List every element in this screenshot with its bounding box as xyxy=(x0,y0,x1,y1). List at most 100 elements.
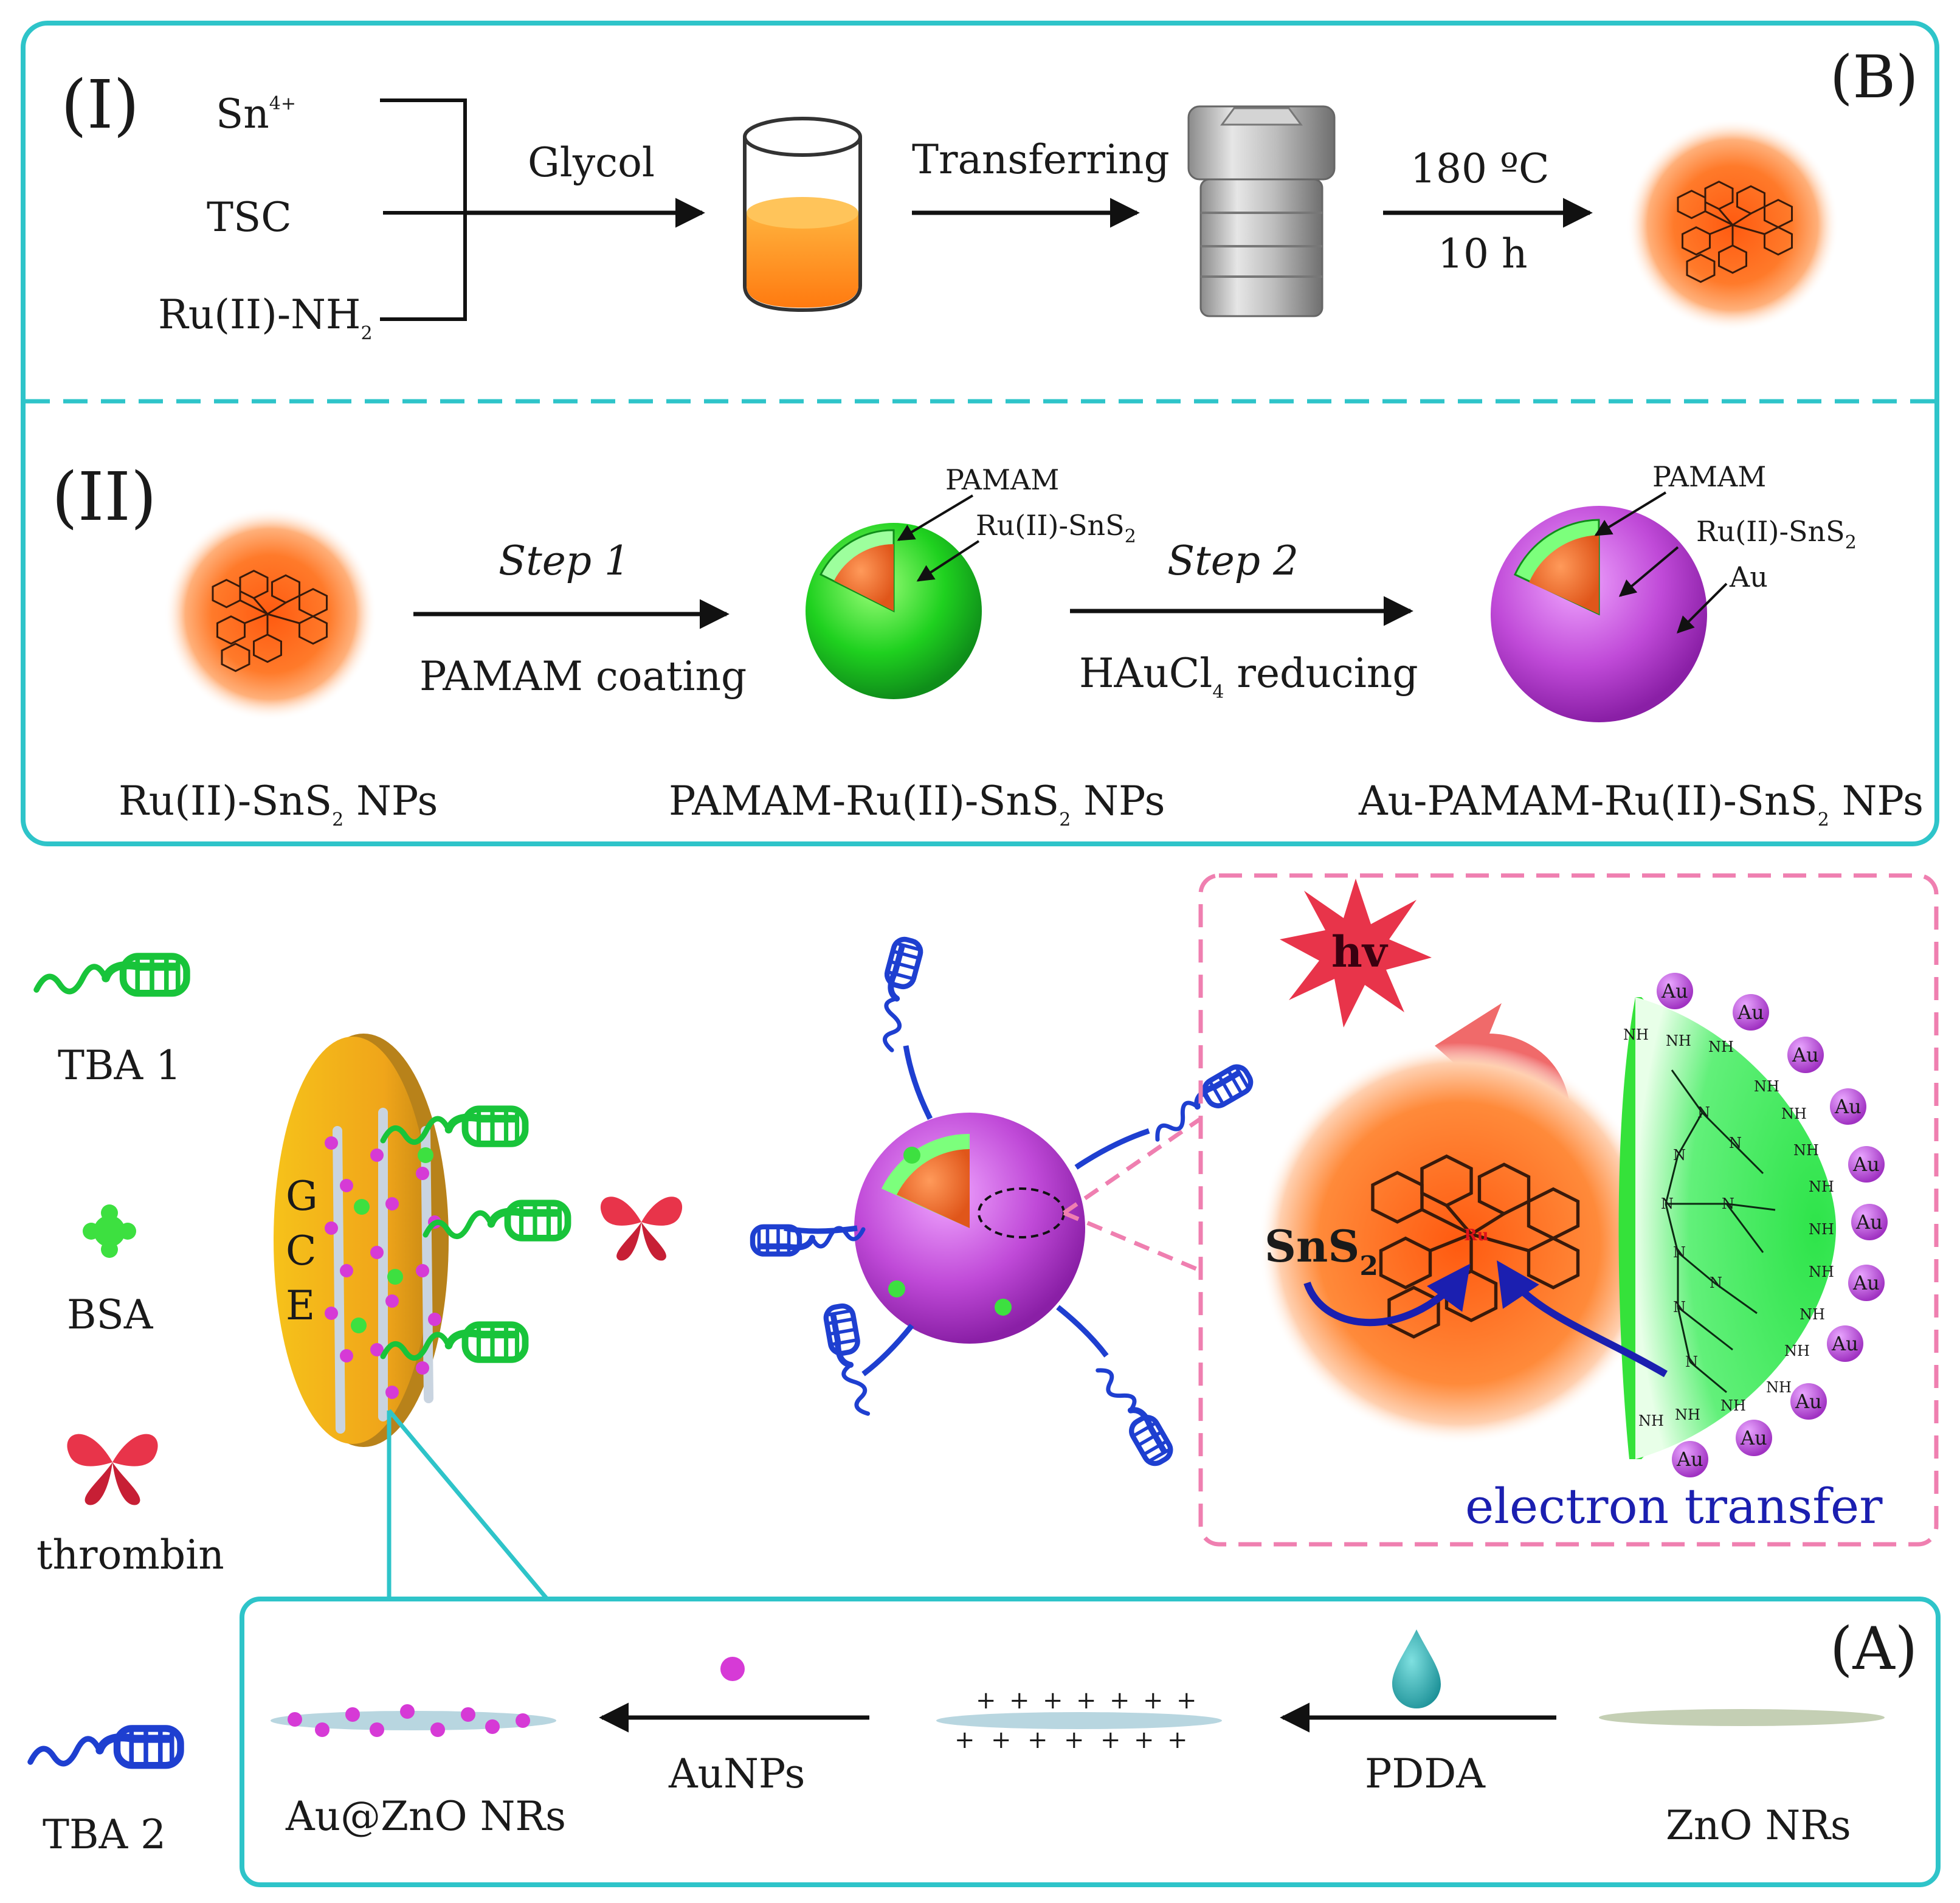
mid-label-pamam: PAMAM xyxy=(945,463,1059,496)
inset-ru-label: Ru xyxy=(1464,1226,1489,1245)
svg-text:NH: NH xyxy=(1720,1397,1746,1414)
zno-nanorod xyxy=(1599,1709,1885,1726)
step2-desc: HAuCl4 reducing xyxy=(1079,650,1418,703)
step1-title: Step 1 xyxy=(499,537,630,584)
step-temperature-label: 180 ºC xyxy=(1410,145,1550,192)
input-sn: Sn4+ xyxy=(216,91,296,137)
pdda-label: PDDA xyxy=(1365,1750,1486,1797)
svg-text:Au: Au xyxy=(1855,1211,1883,1234)
svg-text:+: + xyxy=(1027,1726,1048,1754)
svg-text:NH: NH xyxy=(1666,1032,1691,1049)
zno-label: ZnO NRs xyxy=(1666,1802,1851,1849)
svg-text:Au: Au xyxy=(1834,1095,1862,1118)
nanoprobe xyxy=(753,937,1255,1468)
pdda-zno-nanorod xyxy=(936,1712,1222,1729)
svg-text:NH: NH xyxy=(1809,1178,1834,1195)
svg-text:NH: NH xyxy=(1766,1379,1792,1396)
svg-text:Au: Au xyxy=(1831,1332,1858,1355)
step-transferring-label: Transferring xyxy=(912,136,1170,183)
pdda-positive-charges: ++ ++ ++ + ++ ++ ++ + xyxy=(954,1687,1197,1754)
au-zno-label: Au@ZnO NRs xyxy=(285,1793,566,1840)
svg-text:Au: Au xyxy=(1852,1271,1880,1294)
inset-connector xyxy=(1063,1117,1202,1273)
svg-text:+: + xyxy=(1134,1726,1154,1754)
svg-text:+: + xyxy=(1064,1726,1085,1754)
right-label-ru-sns2: Ru(II)-SnS2 xyxy=(1696,515,1857,553)
autoclave-icon xyxy=(1187,105,1336,317)
hv-label: hv xyxy=(1331,927,1389,977)
legend-bsa-label: BSA xyxy=(67,1291,154,1338)
svg-text:Au: Au xyxy=(1740,1426,1767,1449)
step1-desc: PAMAM coating xyxy=(419,653,747,700)
part-ii-label: (II) xyxy=(52,458,157,536)
svg-text:Au: Au xyxy=(1661,979,1688,1003)
svg-text:Au: Au xyxy=(1852,1153,1880,1176)
part-i-label: (I) xyxy=(61,66,139,143)
svg-text:N: N xyxy=(1697,1104,1710,1121)
au-zno-nanorod xyxy=(271,1704,556,1737)
legend-bsa-icon xyxy=(83,1204,136,1258)
svg-text:NH: NH xyxy=(1623,1026,1649,1043)
inset-sns2-sphere xyxy=(1258,1043,1660,1444)
svg-text:+: + xyxy=(1109,1687,1130,1715)
panel-b-tag: (B) xyxy=(1830,43,1918,111)
svg-text:+: + xyxy=(1043,1687,1063,1715)
svg-text:N: N xyxy=(1673,1147,1686,1164)
gce-letter-g: G xyxy=(286,1173,318,1220)
electron-arrow-left xyxy=(1303,1263,1471,1327)
step-glycol-label: Glycol xyxy=(528,139,655,186)
mid-label-ru-sns2: Ru(II)-SnS2 xyxy=(976,509,1136,547)
svg-text:+: + xyxy=(954,1726,975,1754)
mechanism-inset-frame xyxy=(1198,873,1939,1547)
au-pamam-ru-sns2-particle xyxy=(1491,491,1728,722)
caption-ru-sns2-nps: Ru(II)-SnS2 NPs xyxy=(119,778,438,831)
panel-a-frame xyxy=(240,1597,1941,1887)
svg-text:+: + xyxy=(1143,1687,1164,1715)
hv-burst-icon xyxy=(1280,879,1432,1027)
inset-sns2-label: SnS2 xyxy=(1265,1220,1378,1282)
svg-text:NH: NH xyxy=(1708,1038,1734,1055)
svg-text:+: + xyxy=(1167,1726,1188,1754)
svg-text:Au: Au xyxy=(1792,1043,1819,1066)
electron-transfer-label: electron transfer xyxy=(1465,1478,1883,1535)
inset-au-nanoparticles xyxy=(1657,973,1888,1477)
svg-text:N: N xyxy=(1661,1195,1674,1212)
panel-b-frame xyxy=(21,21,1939,846)
svg-text:NH: NH xyxy=(1809,1221,1834,1238)
input-ru-nh2: Ru(II)-NH2 xyxy=(158,291,373,344)
pamam-dendrimer: NH NH NH NH NH NH NH NH NH NH NH NH NH N… xyxy=(1618,997,1836,1459)
beaker-icon xyxy=(743,117,862,313)
svg-text:N: N xyxy=(1722,1195,1734,1212)
svg-text:+: + xyxy=(991,1726,1012,1754)
ru-sns2-particle-i xyxy=(1626,119,1839,331)
svg-text:NH: NH xyxy=(1800,1306,1825,1323)
legend-tba1-label: TBA 1 xyxy=(58,1042,181,1089)
gce-letter-e: E xyxy=(286,1282,315,1329)
panel-a-connector xyxy=(387,1409,549,1601)
svg-text:N: N xyxy=(1673,1244,1686,1261)
pdda-drop-icon xyxy=(1392,1629,1441,1708)
step2-title: Step 2 xyxy=(1167,537,1299,584)
svg-text:Au: Au xyxy=(1795,1390,1822,1413)
svg-text:N: N xyxy=(1685,1353,1698,1370)
pamam-ru-sns2-particle xyxy=(806,494,982,699)
gce-letter-c: C xyxy=(286,1228,317,1274)
svg-text:+: + xyxy=(1100,1726,1121,1754)
caption-au-pamam-nps: Au-PAMAM-Ru(II)-SnS2 NPs xyxy=(1358,778,1924,831)
svg-text:NH: NH xyxy=(1638,1412,1664,1429)
legend-thrombin-label: thrombin xyxy=(36,1532,224,1578)
caption-pamam-nps: PAMAM-Ru(II)-SnS2 NPs xyxy=(669,778,1165,831)
svg-text:NH: NH xyxy=(1784,1342,1810,1359)
svg-text:+: + xyxy=(1009,1687,1030,1715)
ru-sns2-particle-ii xyxy=(164,508,377,720)
right-label-pamam: PAMAM xyxy=(1652,460,1766,493)
svg-text:+: + xyxy=(1176,1687,1197,1715)
svg-text:+: + xyxy=(976,1687,996,1715)
svg-text:Au: Au xyxy=(1676,1448,1703,1471)
svg-text:Au: Au xyxy=(1737,1001,1764,1024)
aunps-label: AuNPs xyxy=(668,1750,805,1797)
right-label-au: Au xyxy=(1729,561,1768,593)
legend-tba1-icon xyxy=(36,956,187,993)
aunp-icon xyxy=(720,1657,745,1681)
